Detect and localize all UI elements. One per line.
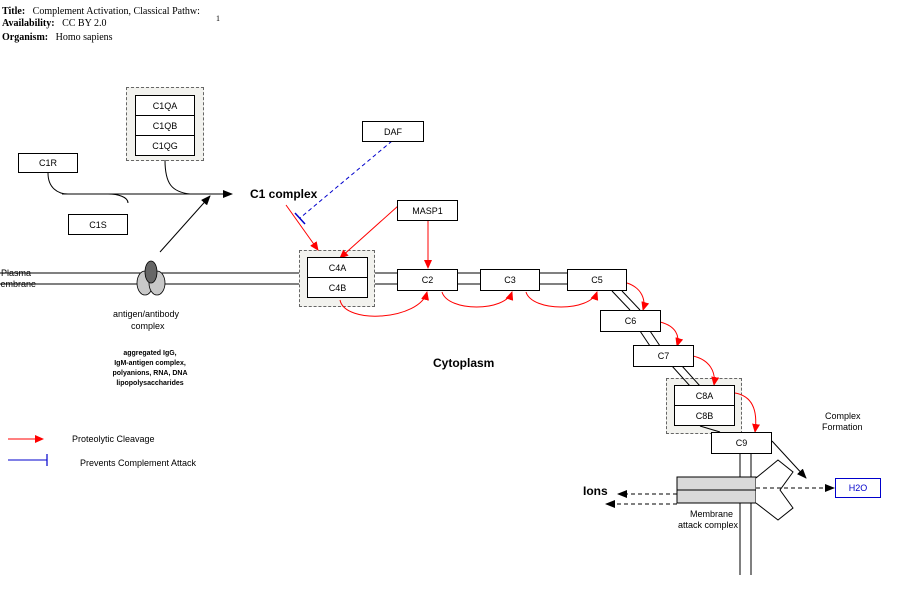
complex-label: Complex (825, 411, 861, 421)
organism-label: Organism: (2, 32, 49, 43)
page-number: 1 (216, 14, 220, 23)
gene-c8a[interactable]: C8A (674, 385, 735, 406)
activator-line-4: lipopolysaccharides (116, 380, 184, 387)
complex-formation (771, 440, 807, 479)
organism-row: Organism: Homo sapiens (2, 32, 113, 44)
daf-inhibition (294, 140, 393, 225)
activator-line-1: aggregated IgG, (123, 350, 177, 357)
gene-c1qb[interactable]: C1QB (135, 115, 195, 136)
gene-h2o[interactable]: H2O (835, 478, 881, 498)
gene-c5[interactable]: C5 (567, 269, 627, 291)
legend-prevents-label: Prevents Complement Attack (80, 458, 197, 468)
mac-label-line1: Membrane (690, 509, 734, 519)
membrane-label: Membrane (0, 279, 37, 289)
cytoplasm-label: Cytoplasm (433, 356, 495, 370)
legend-proteolytic-label: Proteolytic Cleavage (72, 434, 155, 444)
gene-c2[interactable]: C2 (397, 269, 458, 291)
cleavage-arrows (285, 204, 761, 433)
antigen-label-line2: complex (131, 321, 165, 331)
gene-c6[interactable]: C6 (600, 310, 661, 332)
gene-c1qa[interactable]: C1QA (135, 95, 195, 116)
mac-label-line2: attack complex (678, 520, 739, 530)
gene-c8b[interactable]: C8B (674, 405, 735, 426)
gene-c1qg[interactable]: C1QG (135, 135, 195, 156)
ions-label: Ions (583, 484, 608, 498)
gene-c7[interactable]: C7 (633, 345, 694, 367)
gene-c9[interactable]: C9 (711, 432, 772, 454)
plasma-label: Plasma (1, 268, 32, 278)
c1-assembly-lines (47, 159, 233, 253)
ion-flow (605, 484, 835, 508)
antigen-antibody-glyph (136, 260, 166, 296)
c1-complex-label: C1 complex (250, 187, 318, 201)
title-value: Complement Activation, Classical Pathw: (32, 6, 200, 17)
gene-c1s[interactable]: C1S (68, 214, 128, 235)
availability-row: Availability: CC BY 2.0 (2, 18, 106, 30)
availability-value: CC BY 2.0 (62, 18, 107, 29)
activator-line-3: polyanions, RNA, DNA (112, 370, 188, 377)
activator-line-2: IgM-antigen complex, (114, 360, 186, 367)
plasma-membrane (0, 272, 752, 575)
gene-c3[interactable]: C3 (480, 269, 540, 291)
legend-glyphs (8, 435, 48, 466)
mac-pore (676, 459, 794, 521)
antigen-label-line1: antigen/antibody (113, 309, 180, 319)
gene-c4a[interactable]: C4A (307, 257, 368, 278)
title-row: Title: Complement Activation, Classical … (2, 6, 200, 18)
gene-c4b[interactable]: C4B (307, 277, 368, 298)
gene-c1r[interactable]: C1R (18, 153, 78, 173)
gene-daf[interactable]: DAF (362, 121, 424, 142)
title-label: Title: (2, 6, 26, 17)
availability-label: Availability: (2, 18, 55, 29)
organism-value: Homo sapiens (55, 32, 113, 43)
gene-masp1[interactable]: MASP1 (397, 200, 458, 221)
formation-label: Formation (822, 422, 863, 432)
activators-list: aggregated IgG, IgM-antigen complex, pol… (100, 349, 200, 389)
